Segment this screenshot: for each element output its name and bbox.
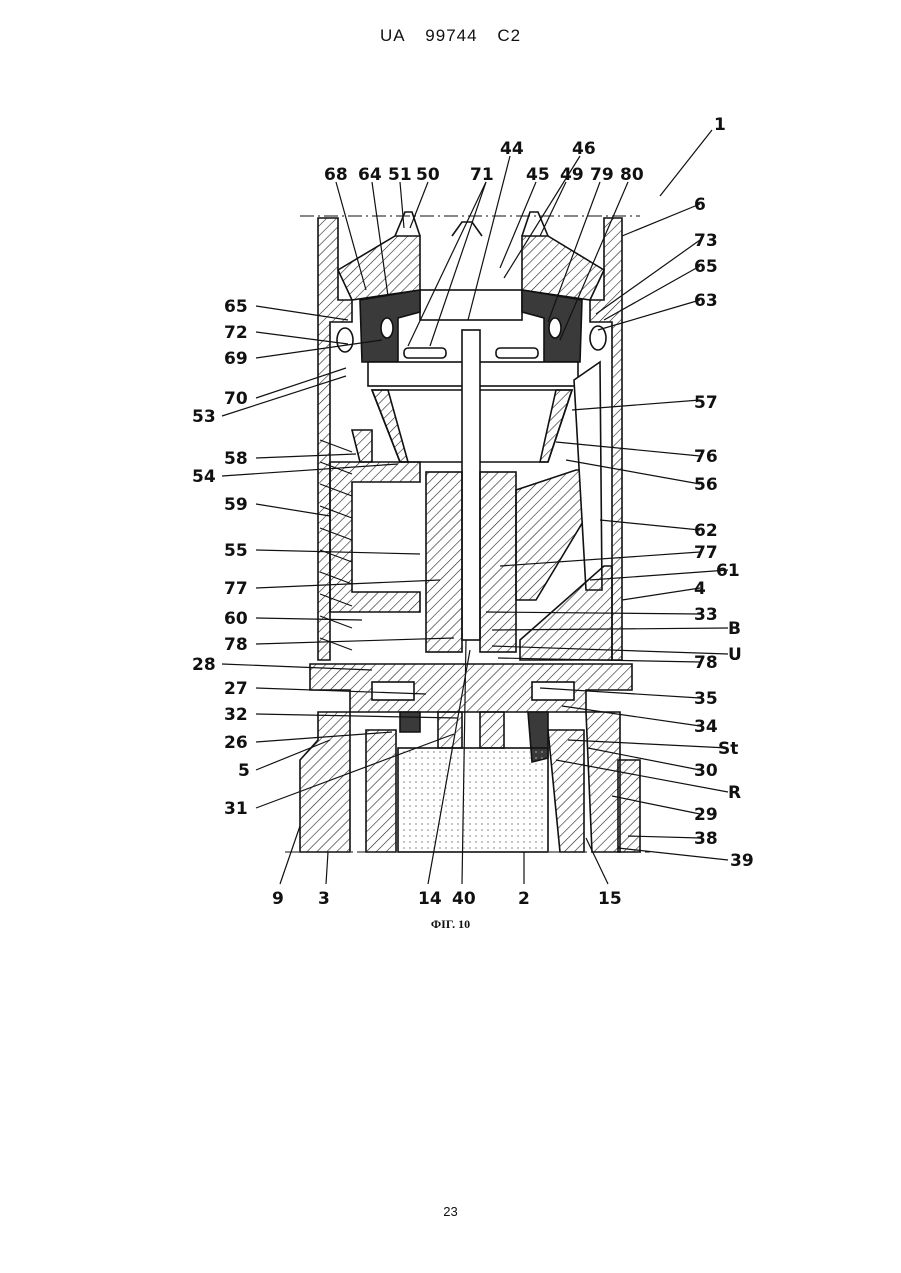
label-35: 35 <box>694 689 718 709</box>
label-79: 79 <box>590 165 614 185</box>
label-65-left: 65 <box>224 297 248 317</box>
label-50: 50 <box>416 165 440 185</box>
label-68: 68 <box>324 165 348 185</box>
label-77-left: 77 <box>224 579 248 599</box>
label-59: 59 <box>224 495 248 515</box>
figure-caption: ФІГ. 10 <box>0 917 901 932</box>
label-3: 3 <box>318 889 330 909</box>
label-49: 49 <box>560 165 584 185</box>
label-80: 80 <box>620 165 644 185</box>
label-34: 34 <box>694 717 718 737</box>
label-71: 71 <box>470 165 494 185</box>
label-65-right: 65 <box>694 257 718 277</box>
label-53: 53 <box>192 407 216 427</box>
label-63: 63 <box>694 291 718 311</box>
label-78-left: 78 <box>224 635 248 655</box>
label-32: 32 <box>224 705 248 725</box>
label-73: 73 <box>694 231 718 251</box>
label-57: 57 <box>694 393 718 413</box>
label-St: St <box>718 739 738 759</box>
label-61: 61 <box>716 561 740 581</box>
label-76: 76 <box>694 447 718 467</box>
label-5: 5 <box>238 761 250 781</box>
label-77-right: 77 <box>694 543 718 563</box>
label-64: 64 <box>358 165 382 185</box>
label-54: 54 <box>192 467 216 487</box>
label-58: 58 <box>224 449 248 469</box>
label-4: 4 <box>694 579 706 599</box>
label-6: 6 <box>694 195 706 215</box>
label-62: 62 <box>694 521 718 541</box>
label-29: 29 <box>694 805 718 825</box>
label-44: 44 <box>500 139 524 159</box>
label-33: 33 <box>694 605 718 625</box>
label-2: 2 <box>518 889 530 909</box>
label-15: 15 <box>598 889 622 909</box>
label-55: 55 <box>224 541 248 561</box>
label-72: 72 <box>224 323 248 343</box>
label-1: 1 <box>714 115 726 135</box>
label-46: 46 <box>572 139 596 159</box>
label-39: 39 <box>730 851 754 871</box>
label-U: U <box>728 645 742 665</box>
label-78-right: 78 <box>694 653 718 673</box>
label-56: 56 <box>694 475 718 495</box>
label-51: 51 <box>388 165 412 185</box>
label-70: 70 <box>224 389 248 409</box>
label-R: R <box>728 783 741 803</box>
label-B: B <box>728 619 741 639</box>
label-45: 45 <box>526 165 550 185</box>
label-40: 40 <box>452 889 476 909</box>
label-28: 28 <box>192 655 216 675</box>
drawing-body <box>285 212 650 852</box>
label-27: 27 <box>224 679 248 699</box>
label-31: 31 <box>224 799 248 819</box>
label-26: 26 <box>224 733 248 753</box>
page-number: 23 <box>0 1204 901 1219</box>
label-60: 60 <box>224 609 248 629</box>
label-38: 38 <box>694 829 718 849</box>
label-9: 9 <box>272 889 284 909</box>
label-14: 14 <box>418 889 442 909</box>
label-69: 69 <box>224 349 248 369</box>
label-30: 30 <box>694 761 718 781</box>
